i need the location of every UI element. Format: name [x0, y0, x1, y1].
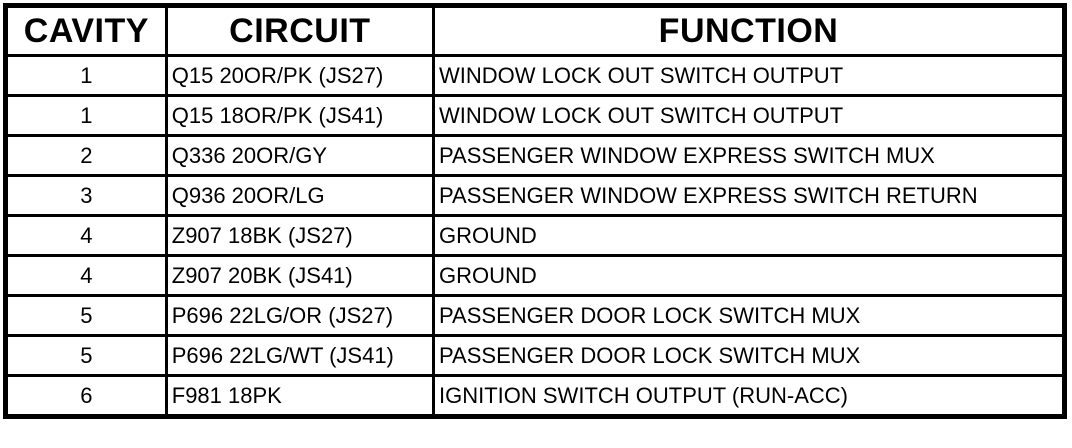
- function-value: PASSENGER WINDOW EXPRESS SWITCH RETURN: [432, 174, 1066, 217]
- circuit-value: P696 22LG/OR (JS27): [164, 294, 436, 337]
- function-value: PASSENGER DOOR LOCK SWITCH MUX: [432, 294, 1066, 337]
- circuit-value: P696 22LG/WT (JS41): [164, 334, 436, 377]
- cavity-value: 5: [4, 294, 168, 337]
- cavity-value: 6: [4, 374, 168, 418]
- table-row: 4 Z907 18BK (JS27) GROUND: [4, 214, 1066, 257]
- circuit-value: Z907 20BK (JS41): [164, 254, 436, 297]
- circuit-value: Q15 18OR/PK (JS41): [164, 94, 436, 137]
- table-row: 1 Q15 20OR/PK (JS27) WINDOW LOCK OUT SWI…: [4, 54, 1066, 97]
- table-row: 4 Z907 20BK (JS41) GROUND: [4, 254, 1066, 297]
- function-value: WINDOW LOCK OUT SWITCH OUTPUT: [432, 54, 1066, 97]
- table-row: 5 P696 22LG/WT (JS41) PASSENGER DOOR LOC…: [4, 334, 1066, 377]
- table-row: 2 Q336 20OR/GY PASSENGER WINDOW EXPRESS …: [4, 134, 1066, 177]
- function-value: GROUND: [432, 214, 1066, 257]
- function-value: PASSENGER DOOR LOCK SWITCH MUX: [432, 334, 1066, 377]
- header-cavity: CAVITY: [4, 4, 168, 57]
- cavity-value: 4: [4, 254, 168, 297]
- circuit-value: F981 18PK: [164, 374, 436, 418]
- function-value: PASSENGER WINDOW EXPRESS SWITCH MUX: [432, 134, 1066, 177]
- cavity-value: 5: [4, 334, 168, 377]
- circuit-value: Q936 20OR/LG: [164, 174, 436, 217]
- table-row: 1 Q15 18OR/PK (JS41) WINDOW LOCK OUT SWI…: [4, 94, 1066, 137]
- connector-pinout-table: CAVITY CIRCUIT FUNCTION 1 Q15 20OR/PK (J…: [3, 3, 1067, 419]
- circuit-value: Z907 18BK (JS27): [164, 214, 436, 257]
- function-value: WINDOW LOCK OUT SWITCH OUTPUT: [432, 94, 1066, 137]
- function-value: GROUND: [432, 254, 1066, 297]
- circuit-value: Q336 20OR/GY: [164, 134, 436, 177]
- table-row: 6 F981 18PK IGNITION SWITCH OUTPUT (RUN-…: [4, 374, 1066, 418]
- header-row: CAVITY CIRCUIT FUNCTION: [4, 4, 1066, 57]
- cavity-value: 4: [4, 214, 168, 257]
- header-function: FUNCTION: [432, 4, 1066, 57]
- cavity-value: 3: [4, 174, 168, 217]
- header-circuit: CIRCUIT: [164, 4, 436, 57]
- table-row: 5 P696 22LG/OR (JS27) PASSENGER DOOR LOC…: [4, 294, 1066, 337]
- function-value: IGNITION SWITCH OUTPUT (RUN-ACC): [432, 374, 1066, 418]
- cavity-value: 2: [4, 134, 168, 177]
- cavity-value: 1: [4, 54, 168, 97]
- circuit-value: Q15 20OR/PK (JS27): [164, 54, 436, 97]
- table-row: 3 Q936 20OR/LG PASSENGER WINDOW EXPRESS …: [4, 174, 1066, 217]
- cavity-value: 1: [4, 94, 168, 137]
